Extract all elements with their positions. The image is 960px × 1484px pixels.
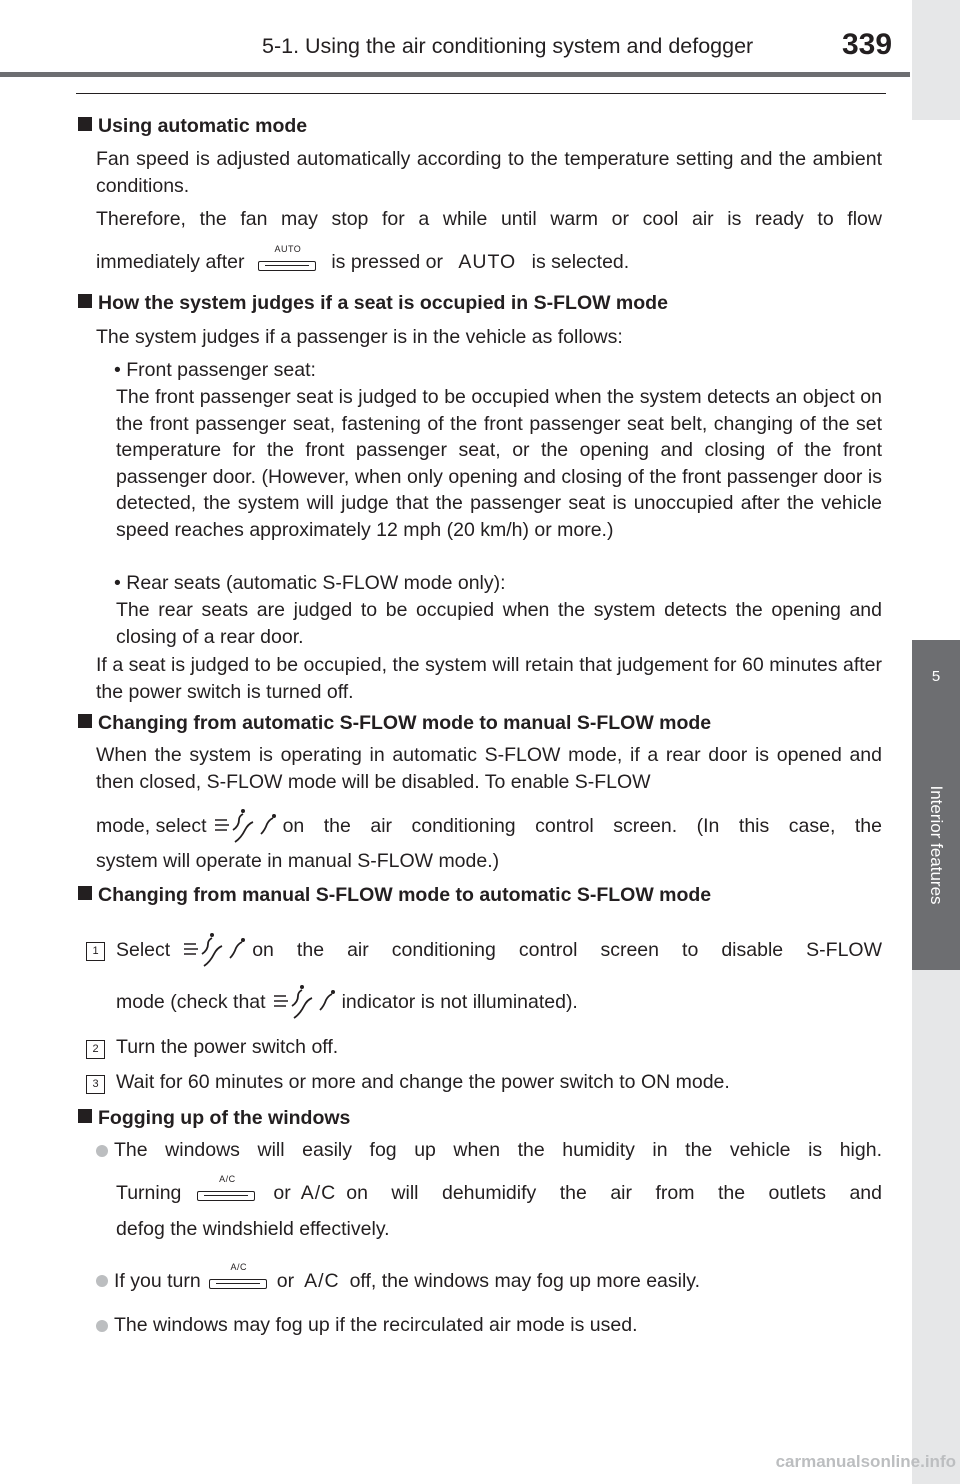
heading-fogging: Fogging up of the windows [78,1107,350,1130]
occupied-closing: If a seat is judged to be occupied, the … [96,654,882,703]
rear-seat-text: The rear seats are judged to be occupied… [116,599,882,648]
s-flow-indicator-icon [273,985,335,1019]
square-bullet-icon [78,117,92,131]
auto-mode-p2b: immediately after AUTO is pressed or AUT… [96,244,629,282]
footer-watermark: carmanualsonline.info [775,1452,956,1471]
auto-to-manual-p3: system will operate in manual S-FLOW mod… [96,850,500,872]
heading-manual-to-auto: Changing from manual S-FLOW mode to auto… [78,884,711,907]
auto-mode-p2a: Therefore, the fan may stop for a while … [96,208,882,230]
side-tab-label: Interior features [912,720,960,970]
round-bullet-icon [96,1145,108,1157]
step-number-1: 1 [86,942,105,961]
front-seat-bullet: • Front passenger seat: [114,359,316,381]
side-tab-bottom [912,970,960,1484]
step-1-line-1: Select on the air conditioning control s… [116,930,882,970]
heading-auto-mode: Using automatic mode [78,115,307,138]
ac-screen-icon: A/C [300,1181,337,1204]
auto-mode-p1: Fan speed is adjusted automatically acco… [96,148,882,197]
heading-auto-to-manual: Changing from automatic S-FLOW mode to m… [78,712,711,735]
header-title: 5-1. Using the air conditioning system a… [262,34,754,58]
front-seat-text: The front passenger seat is judged to be… [116,386,882,541]
side-tab-top [912,0,960,120]
rear-seat-bullet: • Rear seats (automatic S-FLOW mode only… [114,572,506,594]
page-number: 339 [842,28,893,61]
round-bullet-icon [96,1275,108,1287]
s-flow-icon [184,933,246,967]
step-number-2: 2 [86,1040,105,1059]
square-bullet-icon [78,714,92,728]
round-bullet-icon [96,1319,108,1332]
auto-to-manual-p1: When the system is operating in automati… [96,744,882,793]
occupied-intro: The system judges if a passenger is in t… [96,326,623,348]
fogging-bullet-2: If you turn A/C or A/C off, the windows … [96,1262,700,1300]
ac-button-icon: A/C [207,1262,271,1300]
ac-screen-icon: A/C [304,1269,340,1292]
square-bullet-icon [78,886,92,900]
auto-screen-icon: AUTO [458,251,517,273]
heading-seat-occupied: How the system judges if a seat is occup… [78,292,668,315]
step-2-text: Turn the power switch off. [116,1036,339,1058]
step-number-3: 3 [86,1075,105,1094]
ac-button-icon: A/C [195,1174,259,1212]
step-1-line-2: mode (check that indicator is not illumi… [116,982,578,1022]
side-tab-chapter: 5 [912,640,960,720]
content-top-rule [76,93,886,94]
square-bullet-icon [78,1109,92,1123]
auto-to-manual-p2: mode, select on the air conditioning con… [96,806,882,846]
chapter-label: Interior features [927,785,946,905]
s-flow-icon [214,809,276,843]
square-bullet-icon [78,294,92,308]
fogging-bullet-1-line-3: defog the windshield effectively. [116,1218,390,1240]
auto-button-icon: AUTO [256,244,320,282]
header-rule [0,72,910,77]
fogging-bullet-1-line-2: Turning A/C or A/C on will dehumidify th… [116,1174,882,1212]
fogging-bullet-3: The windows may fog up if the recirculat… [96,1314,638,1337]
chapter-number: 5 [931,668,941,685]
fogging-bullet-1-line-1: The windows will easily fog up when the … [96,1139,882,1162]
step-3-text: Wait for 60 minutes or more and change t… [116,1071,730,1093]
